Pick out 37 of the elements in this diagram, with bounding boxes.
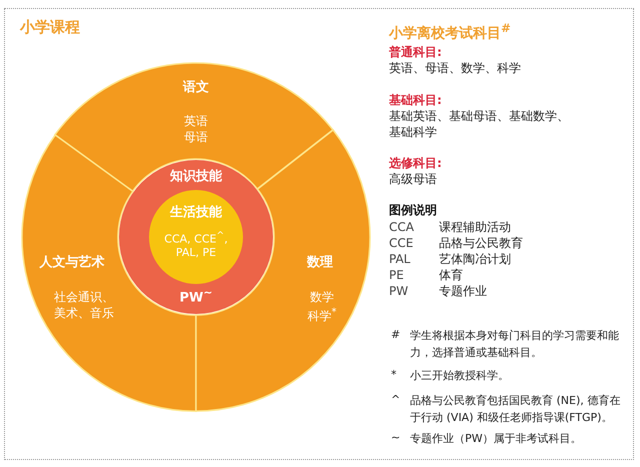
footnote-mark: ~: [391, 430, 400, 446]
sector-heading: 语文: [182, 80, 210, 96]
legend-heading: 图例说明: [389, 202, 437, 218]
meaning-cell: 品格与公民教育: [439, 235, 523, 251]
ring-label: PW$^{~}$: [178, 285, 214, 306]
diagram-title: 小学课程: [20, 18, 80, 37]
footnote-text: 学生将根据本身对每门科目的学习需要和能力，选择普通或基础科目。: [410, 328, 620, 361]
footnote-mark: *: [391, 367, 396, 383]
category-heading: 普通科目:: [389, 44, 442, 60]
abbreviation-cell: PW: [389, 283, 408, 299]
category-heading: 选修科目:: [389, 155, 442, 171]
sector-subjects: 社会通识、美术、音乐: [53, 288, 115, 321]
footnote-text: 小三开始教授科学。: [410, 368, 510, 384]
meaning-cell: 艺体陶冶计划: [439, 251, 511, 267]
category-heading: 基础科目:: [389, 92, 442, 108]
sector-subjects: 数学科学$^{*}$: [306, 288, 338, 324]
meaning-cell: 课程辅助活动: [439, 219, 511, 235]
abbreviation-cell: CCE: [389, 235, 414, 251]
abbreviation-cell: PAL: [389, 251, 410, 267]
subject-list: 英语、母语、数学、科学: [389, 60, 521, 76]
circle-text: CCA, CCE$^{^}$, PAL, PE: [163, 229, 229, 259]
abbreviation-cell: PE: [389, 267, 404, 283]
sector-heading: 人文与艺术: [38, 254, 106, 271]
meaning-cell: 专题作业: [439, 283, 487, 299]
footnote-mark: #: [391, 327, 400, 343]
panel-heading: 小学离校考试科目$^{#}$: [389, 20, 511, 42]
meaning-cell: 体育: [439, 267, 463, 283]
sector-subjects: 英语母语: [182, 113, 209, 145]
sector-heading: 数理: [306, 254, 334, 271]
footnote-mark: ^: [391, 392, 400, 408]
circle-heading: 生活技能: [168, 205, 223, 221]
footnote-text: 品格与公民教育包括国民教育 (NE), 德育在于行动 (VIA) 和级任老师指导课(FTGP)。: [410, 393, 622, 426]
footnote-text: 专题作业（PW）属于非考试科目。: [410, 431, 583, 447]
ring-heading: 知识技能: [168, 169, 223, 185]
subject-list: 基础英语、基础母语、基础数学、基础科学: [389, 108, 574, 140]
subject-list: 高级母语: [389, 171, 437, 187]
abbreviation-cell: CCA: [389, 219, 414, 235]
